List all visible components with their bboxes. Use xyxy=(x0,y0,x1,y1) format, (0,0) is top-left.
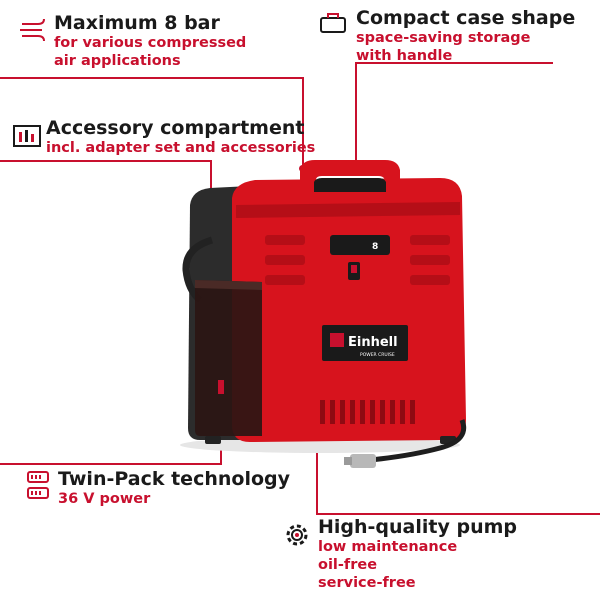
callout-line-max-pressure-h xyxy=(0,77,304,79)
feature-line: low maintenance xyxy=(318,539,458,555)
feature-pump: High-quality pump low maintenance oil-fr… xyxy=(318,516,517,592)
feature-title: Compact case shape xyxy=(356,7,576,29)
callout-line-accessory-h xyxy=(0,160,212,162)
callout-line-max-pressure-v xyxy=(302,77,304,169)
callout-line-case-h xyxy=(355,62,553,64)
feature-max-pressure: Maximum 8 bar for various compressed air… xyxy=(54,12,246,70)
feature-accessory: Accessory compartment incl. adapter set … xyxy=(46,117,315,157)
feature-title: Maximum 8 bar xyxy=(54,12,220,34)
brand-logo: Einhell xyxy=(348,335,398,350)
feature-line: space-saving storage xyxy=(356,30,531,46)
feature-line: 36 V power xyxy=(58,491,151,507)
feature-line: for various compressed xyxy=(54,35,247,51)
callout-line-pump-v xyxy=(316,415,318,515)
feature-compact-case: Compact case shape space-saving storage … xyxy=(356,7,575,65)
feature-twin-pack: Twin-Pack technology 36 V power xyxy=(58,468,290,508)
air-flow-icon xyxy=(18,16,48,46)
case-icon xyxy=(318,10,348,38)
gear-icon xyxy=(282,520,312,554)
callout-line-pump-h xyxy=(316,513,600,515)
model-label: POWER CRUISE xyxy=(360,352,395,358)
feature-title: High-quality pump xyxy=(318,516,518,538)
callout-line-twin-h xyxy=(0,463,222,465)
feature-line: service-free xyxy=(318,575,416,591)
feature-title: Accessory compartment xyxy=(46,117,305,139)
battery-icon xyxy=(26,470,52,506)
feature-line: incl. adapter set and accessories xyxy=(46,140,316,156)
feature-title: Twin-Pack technology xyxy=(58,468,290,490)
feature-line: with handle xyxy=(356,48,453,64)
feature-line: oil-free xyxy=(318,557,378,573)
feature-line: air applications xyxy=(54,53,181,69)
pressure-display: 8 xyxy=(372,242,378,252)
tools-icon xyxy=(12,120,42,154)
callout-line-case-v xyxy=(355,62,357,168)
